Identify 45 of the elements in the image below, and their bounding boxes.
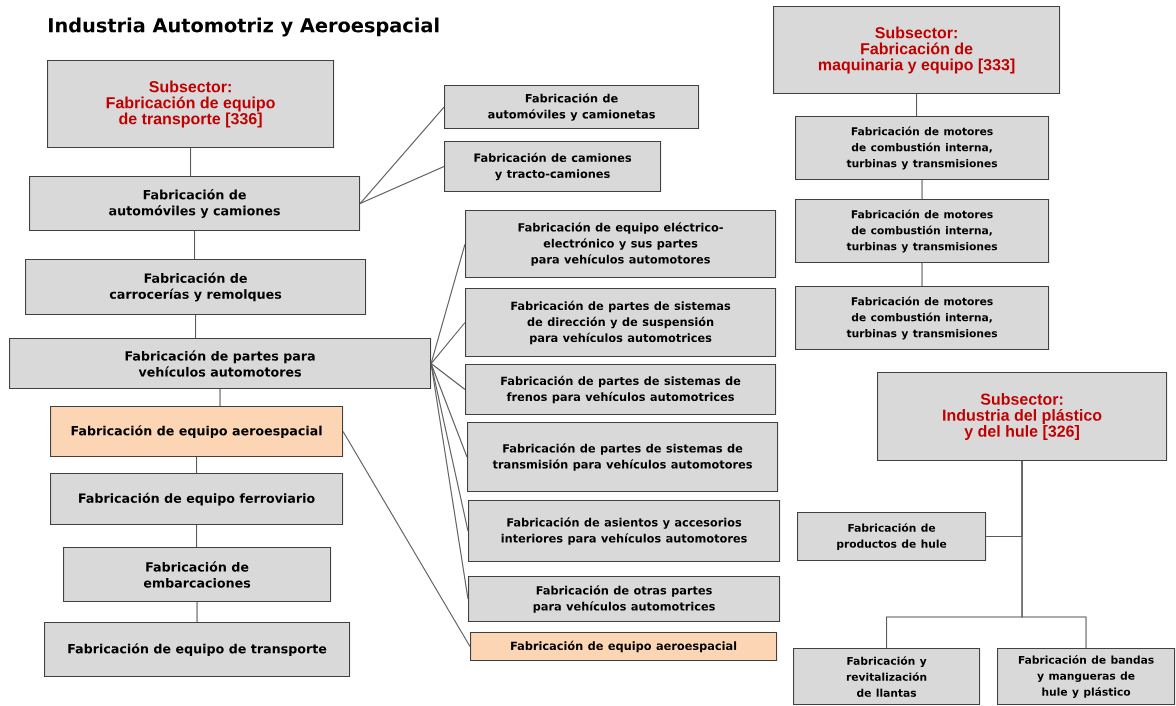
category-box: Fabricación de asientos y accesorios interiores para vehículos automotores: [468, 500, 781, 563]
connector-line: [430, 243, 466, 365]
category-box: Fabricación de partes de sistemas de dirección y de suspensión para vehículos automotrices: [465, 288, 777, 358]
connector-line: [196, 601, 198, 623]
connector-line: [359, 166, 445, 205]
category-box: Fabricación de motores de combustión interna, turbinas y transmisiones: [795, 199, 1050, 264]
category-box: Fabricación de otras partes para vehículos automotrices: [468, 576, 781, 623]
category-box: Fabricación de automóviles y camiones: [29, 176, 361, 232]
connector-line: [190, 147, 192, 177]
category-box: Fabricación de equipo ferroviario: [50, 473, 344, 526]
connector-line: [342, 431, 471, 648]
category-box: Fabricación de equipo aeroespacial: [50, 406, 344, 458]
connector-line: [921, 179, 923, 200]
connector-line: [430, 363, 466, 391]
category-box: Fabricación de motores de combustión interna, turbinas y transmisiones: [795, 286, 1050, 351]
category-box: Fabricación de equipo de transporte: [44, 622, 351, 678]
connector-line: [921, 262, 923, 287]
subsector-box: Subsector: Fabricación de maquinaria y equipo [333]: [773, 6, 1061, 95]
connector-line: [194, 230, 196, 260]
connector-line: [196, 456, 198, 474]
category-box: Fabricación de embarcaciones: [63, 547, 332, 603]
category-box: Fabricación de partes de sistemas de transmisión para vehículos automotores: [467, 422, 779, 493]
connector-line: [430, 322, 466, 365]
connector-line: [430, 363, 468, 458]
category-box: Fabricación de motores de combustión interna, turbinas y transmisiones: [795, 116, 1050, 181]
category-box: Fabricación de productos de hule: [797, 512, 987, 562]
connector-line: [219, 388, 221, 407]
category-box: Fabricación de partes para vehículos automotores: [9, 338, 432, 390]
category-box: Fabricación y revitalización de llantas: [793, 648, 981, 706]
category-box: Fabricación de carrocerías y remolques: [25, 259, 367, 316]
category-box: Fabricación de automóviles y camionetas: [444, 85, 700, 130]
category-box: Fabricación de camiones y tracto-camiones: [444, 141, 662, 193]
category-box: Fabricación de equipo aeroespacial: [470, 632, 778, 662]
subsector-box: Subsector: Industria del plástico y del hule [326]: [877, 372, 1168, 462]
connector-line: [195, 314, 197, 339]
subsector-box: Subsector: Fabricación de equipo de transporte [336]: [47, 60, 335, 149]
title: Industria Automotriz y Aeroespacial: [49, 17, 439, 37]
category-box: Fabricación de partes de sistemas de frenos para vehículos automotrices: [465, 364, 777, 416]
connector-line: [916, 93, 918, 117]
category-box: Fabricación de equipo eléctrico-electrónico y sus partes para vehículos automotores: [465, 210, 777, 279]
connector-line: [1021, 460, 1087, 649]
category-box: Fabricación de bandas y mangueras de hule y plástico: [997, 648, 1176, 706]
connector-line: [196, 524, 198, 548]
connector-line: [359, 106, 445, 205]
connector-line: [430, 363, 469, 600]
